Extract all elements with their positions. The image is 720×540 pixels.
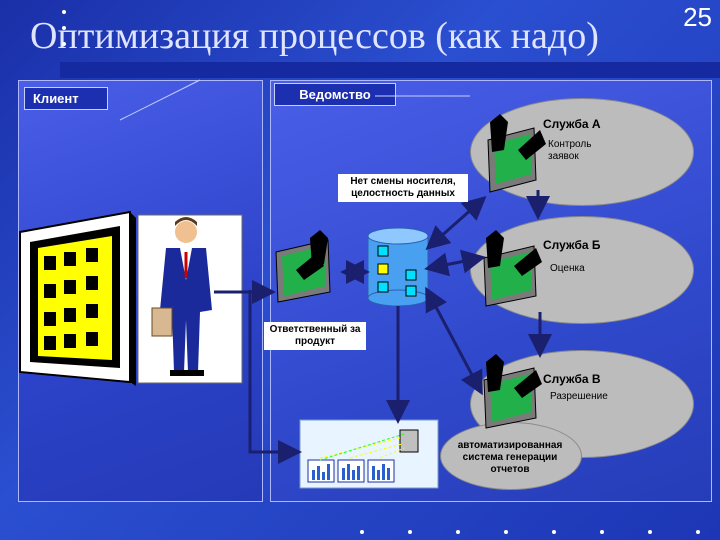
service-b-subtitle: Оценка: [550, 263, 585, 274]
building-icon: [19, 210, 136, 386]
report-system-note: автоматизированная система генерации отч…: [457, 440, 563, 475]
database-icon: [367, 227, 429, 307]
no-medium-change-note: Нет смены носителя, целостность данных: [338, 174, 468, 202]
businessman-icon: [137, 214, 243, 384]
header-strip: [60, 62, 720, 78]
slide-title: Оптимизация процессов (как надо): [30, 15, 599, 57]
connection-arrows: [214, 190, 552, 464]
workstation-icon-v: [483, 354, 542, 429]
workstation-icon-responsible: [275, 230, 331, 303]
report-system-ellipse: [440, 422, 582, 490]
service-a-title: Служба А: [543, 117, 601, 131]
service-b-title: Служба Б: [543, 238, 601, 252]
workstation-icon-a: [487, 114, 546, 193]
slide-number: 25: [683, 2, 712, 32]
report-charts-icon: [299, 419, 439, 489]
client-label: Клиент: [24, 87, 108, 110]
service-a-subtitle: Контроль заявок: [548, 139, 592, 162]
responsible-note: Ответственный за продукт: [264, 322, 366, 350]
workstation-icon-b: [483, 230, 542, 307]
service-v-title: Служба В: [543, 372, 601, 386]
agency-label: Ведомство: [274, 83, 396, 106]
service-v-subtitle: Разрешение: [550, 391, 608, 402]
